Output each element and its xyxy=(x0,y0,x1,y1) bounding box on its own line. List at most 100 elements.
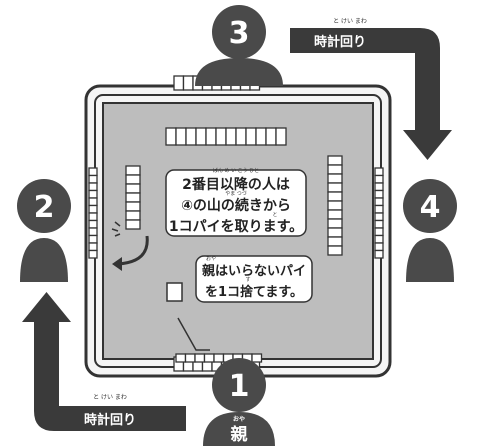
mahjong-tile xyxy=(213,353,225,363)
mahjong-tile xyxy=(88,167,98,177)
mahjong-tile xyxy=(173,75,185,91)
mahjong-tile xyxy=(327,218,343,229)
mahjong-tile xyxy=(374,167,384,177)
direction-bottom-label: 時計回り xyxy=(84,412,136,428)
arrow-top-head xyxy=(403,130,452,160)
mahjong-tile xyxy=(165,127,177,146)
mahjong-tile xyxy=(215,127,227,146)
callout-1-line-1: 2番目以降の人は xyxy=(182,176,290,193)
mahjong-tile xyxy=(88,234,98,244)
mahjong-tile xyxy=(88,219,98,229)
mahjong-tile xyxy=(275,127,287,146)
mahjong-tile xyxy=(185,127,197,146)
draw-arrow-head xyxy=(112,257,122,271)
arrow-bottom-clockwise: と けい まわ 時計回り xyxy=(22,292,186,431)
player-3-body xyxy=(195,58,283,86)
player-1-number: 1 xyxy=(229,369,250,404)
mahjong-tile xyxy=(184,353,196,363)
player-3-number: 3 xyxy=(229,16,250,51)
mahjong-tile xyxy=(175,127,187,146)
direction-top-label: 時計回り xyxy=(314,34,366,50)
player-2-left: 2 xyxy=(17,179,71,282)
discard-pointer xyxy=(177,317,210,351)
callout-1-ruby-1: ばん め い こう ひと xyxy=(213,167,259,174)
mahjong-tile xyxy=(125,174,141,185)
mahjong-tile xyxy=(225,127,237,146)
mahjong-tile xyxy=(374,204,384,214)
mahjong-tile xyxy=(125,165,141,176)
mahjong-tile xyxy=(374,249,384,259)
mahjong-tile xyxy=(125,183,141,194)
mahjong-tile xyxy=(265,127,277,146)
dealer-ruby: おや xyxy=(233,415,245,423)
wall-top xyxy=(165,127,287,146)
callout-2-line-2: を1コ捨てます。 xyxy=(205,284,303,300)
player-4-right: 4 xyxy=(403,179,457,282)
mahjong-tile xyxy=(374,227,384,237)
callout-1-box xyxy=(165,169,307,237)
mahjong-tile xyxy=(125,192,141,203)
mahjong-tile xyxy=(374,234,384,244)
mahjong-tile xyxy=(195,127,207,146)
mahjong-tile xyxy=(327,245,343,256)
mahjong-tile xyxy=(88,182,98,192)
mahjong-tile xyxy=(374,182,384,192)
arrow-bottom-head xyxy=(22,292,71,322)
mahjong-tile xyxy=(182,75,194,91)
mahjong-tile xyxy=(88,189,98,199)
mahjong-tile xyxy=(327,164,343,175)
player-1-bottom-dealer: 1 おや 親 xyxy=(203,358,275,446)
player-4-body xyxy=(406,238,454,282)
draw-arrow-curve xyxy=(117,235,149,266)
arrow-top-band xyxy=(290,28,440,130)
mahjong-tile xyxy=(88,249,98,259)
callout-draw-instruction: ばん め い こう ひと 2番目以降の人は やま つづ ④の山の続きから と 1… xyxy=(165,167,307,237)
callout-2-box xyxy=(195,255,313,303)
mahjong-tile xyxy=(374,219,384,229)
player-3-head xyxy=(212,5,266,59)
mahjong-tile xyxy=(327,236,343,247)
mahjong-tile xyxy=(327,209,343,220)
mahjong-tile xyxy=(205,127,217,146)
callout-2-ruby-1: おや xyxy=(206,255,216,262)
mahjong-tile xyxy=(374,212,384,222)
wall-bottom xyxy=(175,353,263,363)
mahjong-tile xyxy=(251,353,263,363)
player-4-number: 4 xyxy=(420,190,441,225)
discard-tile xyxy=(166,282,183,302)
direction-bottom-ruby: と けい まわ xyxy=(93,394,127,401)
callout-1-ruby-3: と xyxy=(272,212,277,218)
player-1-head xyxy=(212,358,266,412)
callout-2-line-1: 親はいらないパイ xyxy=(202,263,306,279)
mahjong-tile xyxy=(327,200,343,211)
player-2-head xyxy=(17,179,71,233)
mahjong-tile xyxy=(194,353,206,363)
wall-left xyxy=(125,165,141,230)
callout-2-ruby-2: す xyxy=(245,277,250,283)
mahjong-tile xyxy=(327,191,343,202)
mahjong-tile xyxy=(88,242,98,252)
mahjong-tile xyxy=(374,189,384,199)
discard-group xyxy=(166,282,210,351)
direction-top-ruby: と けい まわ xyxy=(333,18,367,25)
mahjong-tile xyxy=(327,182,343,193)
player-4-head xyxy=(403,179,457,233)
player-2-number: 2 xyxy=(34,190,55,225)
draw-arrow xyxy=(111,221,149,271)
mahjong-tile xyxy=(327,155,343,166)
mahjong-tile xyxy=(235,127,247,146)
mahjong-tile xyxy=(88,174,98,184)
mahjong-tile xyxy=(374,197,384,207)
player-2-body xyxy=(20,238,68,282)
mahjong-tile xyxy=(175,353,187,363)
mahjong-tile xyxy=(374,174,384,184)
callout-1-ruby-2: やま つづ xyxy=(225,190,247,197)
mahjong-tile xyxy=(88,212,98,222)
mahjong-tile xyxy=(88,227,98,237)
mahjong-tile xyxy=(327,173,343,184)
player-3-top: 3 xyxy=(195,5,283,86)
mahjong-tile xyxy=(125,201,141,212)
mahjong-tile xyxy=(374,242,384,252)
mahjong-tile xyxy=(203,353,215,363)
